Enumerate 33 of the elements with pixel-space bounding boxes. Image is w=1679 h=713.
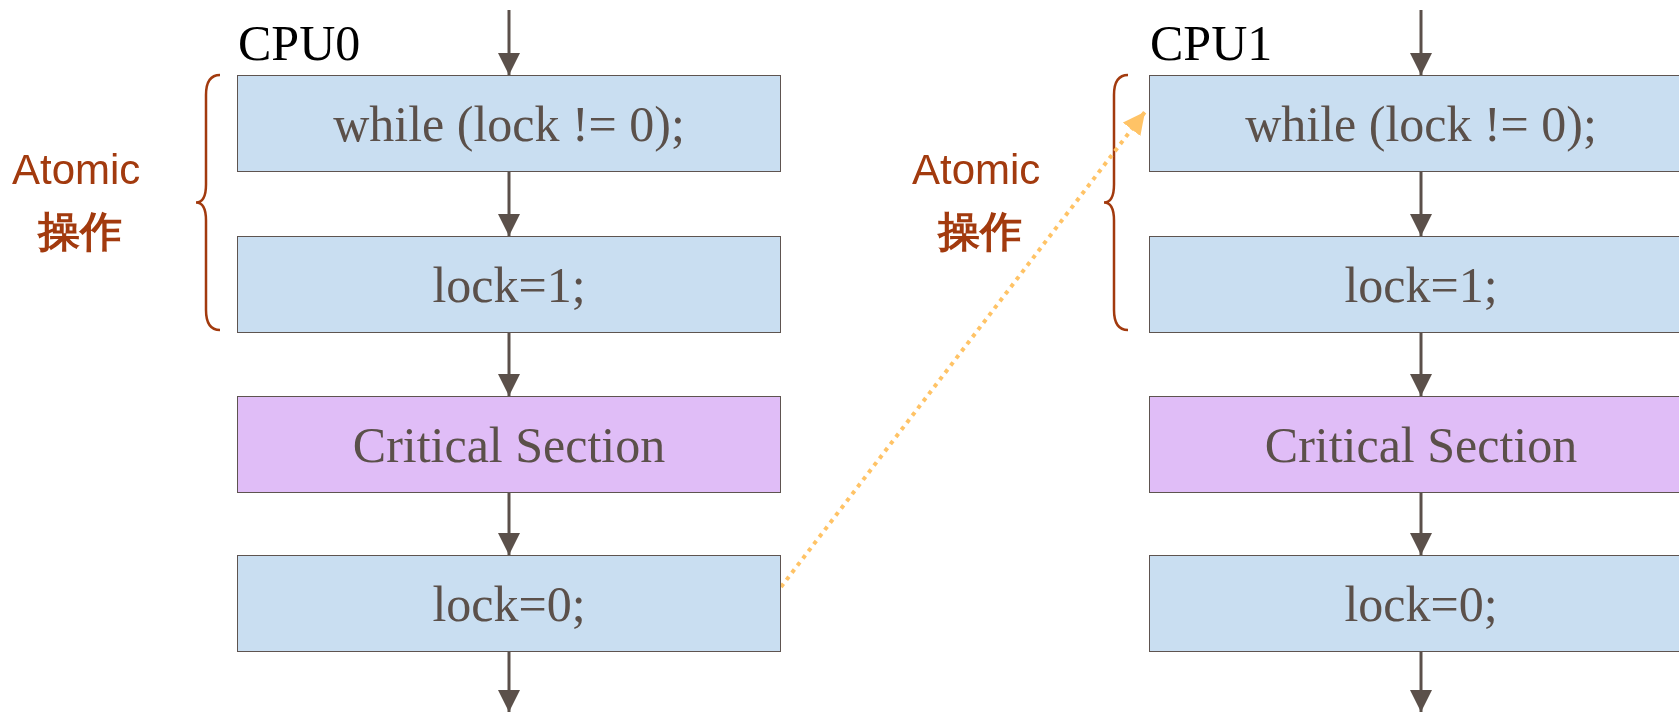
- atomic-label: Atomic: [912, 146, 1041, 194]
- code-text: lock=1;: [432, 255, 586, 314]
- operation-label: 操作: [938, 206, 1022, 258]
- operation-label: 操作: [38, 206, 122, 258]
- arrow: [1410, 172, 1432, 236]
- code-text: Critical Section: [352, 415, 666, 474]
- atomic-label: Atomic: [12, 146, 141, 194]
- code-box: [1149, 555, 1679, 652]
- code-box: [1149, 236, 1679, 333]
- code-box: [1149, 75, 1679, 172]
- arrow: [779, 110, 1147, 589]
- arrow: [498, 10, 520, 75]
- code-text: Critical Section: [1264, 415, 1578, 474]
- critical-section-box: [1149, 396, 1679, 493]
- arrow: [1410, 493, 1432, 555]
- code-text: lock=0;: [1344, 574, 1498, 633]
- code-text: while (lock != 0);: [333, 94, 685, 153]
- arrow: [1410, 10, 1432, 75]
- arrow: [1410, 333, 1432, 396]
- code-box: [237, 236, 781, 333]
- cpu-label: CPU1: [1150, 14, 1273, 72]
- critical-section-box: [237, 396, 781, 493]
- arrow: [498, 493, 520, 555]
- arrow: [1410, 652, 1432, 712]
- code-box: [237, 75, 781, 172]
- arrow: [498, 333, 520, 396]
- arrow: [498, 652, 520, 712]
- arrow: [498, 172, 520, 236]
- code-text: lock=1;: [1344, 255, 1498, 314]
- code-box: [237, 555, 781, 652]
- code-text: lock=0;: [432, 574, 586, 633]
- cpu-label: CPU0: [238, 14, 361, 72]
- code-text: while (lock != 0);: [1245, 94, 1597, 153]
